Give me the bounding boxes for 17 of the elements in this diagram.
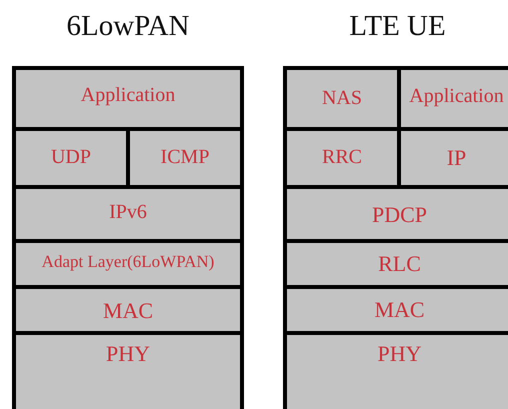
stack-title: 6LowPAN: [65, 10, 190, 43]
protocol-layer: MAC: [287, 289, 508, 331]
protocol-layer: IPv6: [16, 189, 240, 239]
protocol-layer: PHY: [16, 335, 240, 409]
protocol-layer: PHY: [287, 335, 508, 409]
protocol-layer: IP: [401, 131, 508, 185]
stack-title: LTE UE: [348, 10, 447, 43]
protocol-layer: Application: [401, 70, 508, 127]
protocol-layer: RRC: [287, 131, 397, 185]
protocol-layer: NAS: [287, 70, 397, 127]
protocol-layer: MAC: [16, 289, 240, 331]
protocol-layer: Adapt Layer(6LoWPAN): [16, 243, 240, 285]
protocol-layer: PDCP: [287, 189, 508, 239]
protocol-layer: UDP: [16, 131, 126, 185]
protocol-layer: Application: [16, 70, 240, 127]
protocol-layer: ICMP: [130, 131, 240, 185]
protocol-layer: RLC: [287, 243, 508, 285]
